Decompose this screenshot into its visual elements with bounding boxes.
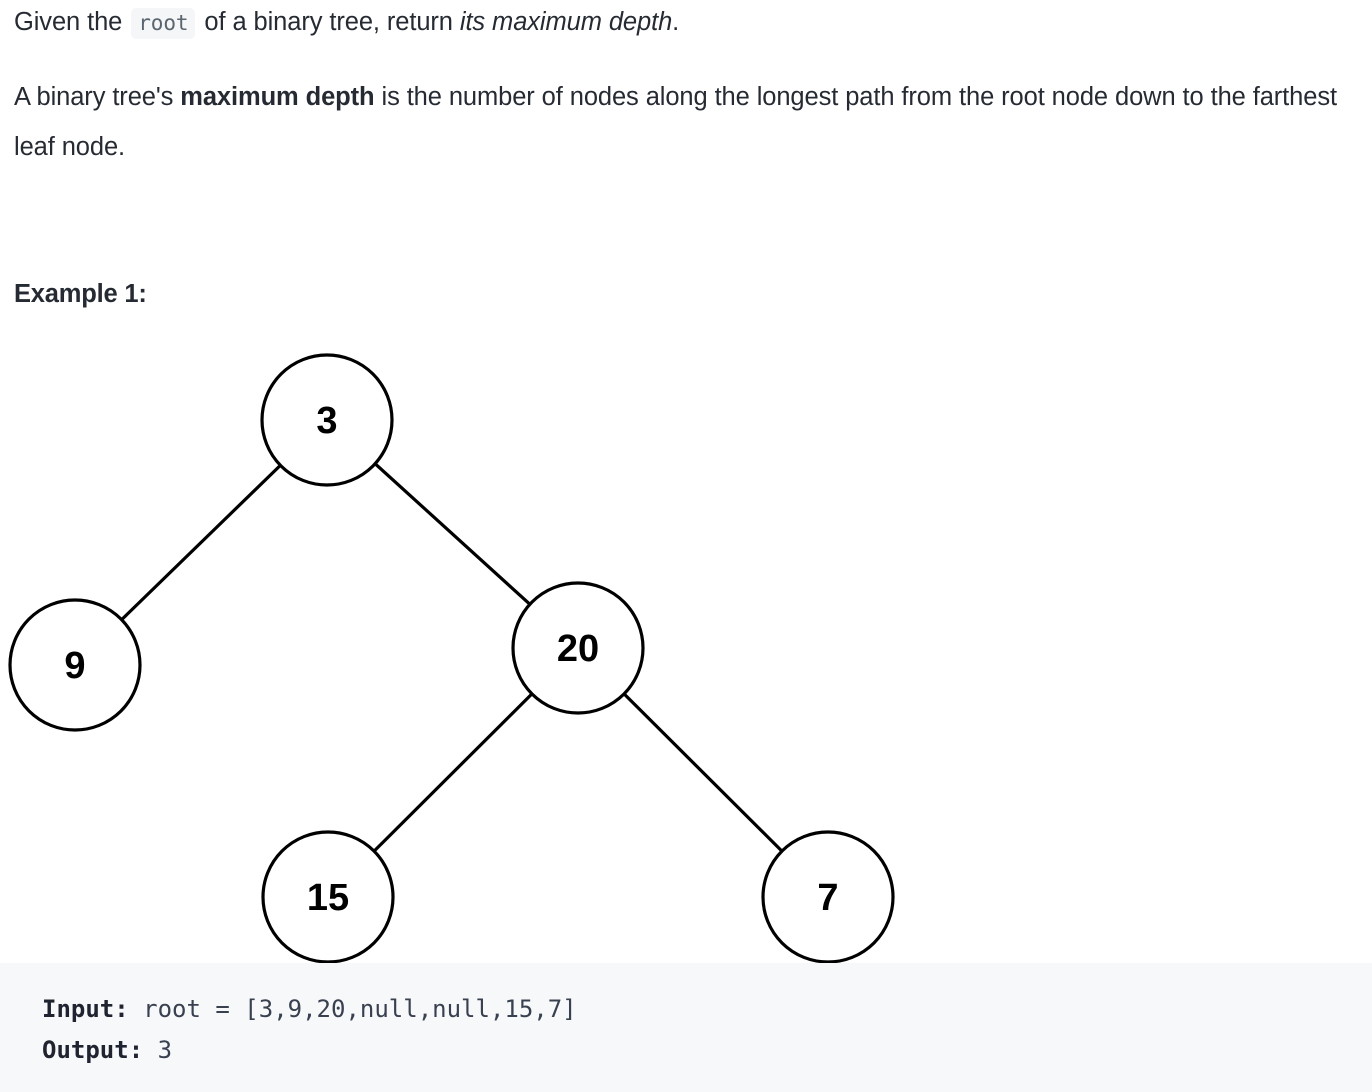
- paragraph-2-before-bold: A binary tree's: [14, 83, 181, 111]
- tree-node-9: 9: [8, 598, 142, 732]
- inline-code-root: root: [131, 8, 196, 39]
- tree-edge-group: [119, 461, 785, 854]
- input-value: root = [3,9,20,null,null,15,7]: [128, 995, 577, 1023]
- tree-node-20: 20: [511, 581, 645, 715]
- problem-paragraph-2: A binary tree's maximum depth is the num…: [0, 72, 1352, 172]
- tree-node-label-3: 3: [316, 400, 337, 442]
- tree-node-label-15: 15: [307, 877, 349, 919]
- paragraph-1-before-code: Given the: [14, 8, 130, 36]
- example-output-line: Output: 3: [42, 1030, 1372, 1071]
- tree-node-group: 3 9 20 15 7: [8, 353, 895, 964]
- tree-edge-n20-n15: [371, 691, 535, 854]
- paragraph-1-emphasis: its maximum depth: [459, 8, 673, 36]
- problem-paragraph-1: Given the root of a binary tree, return …: [0, 0, 1372, 47]
- paragraph-1-after-code: of a binary tree, return: [197, 8, 460, 36]
- example-1-heading: Example 1:: [14, 280, 147, 308]
- example-input-line: Input: root = [3,9,20,null,null,15,7]: [42, 989, 1372, 1030]
- input-label: Input:: [42, 995, 129, 1023]
- tree-node-circle-15: [261, 830, 395, 964]
- tree-node-label-7: 7: [817, 877, 838, 919]
- tree-edge-n20-n7: [621, 691, 785, 854]
- tree-node-15: 15: [261, 830, 395, 964]
- tree-node-circle-9: [8, 598, 142, 732]
- tree-node-circle-20: [511, 581, 645, 715]
- binary-tree-diagram: 3 9 20 15 7: [0, 330, 950, 965]
- tree-edge-n3-n9: [119, 463, 283, 622]
- tree-node-circle-7: [761, 830, 895, 964]
- paragraph-2-bold: maximum depth: [180, 83, 375, 111]
- tree-node-label-20: 20: [557, 628, 599, 670]
- output-value: 3: [143, 1036, 173, 1064]
- example-code-block: Input: root = [3,9,20,null,null,15,7] Ou…: [0, 963, 1372, 1092]
- output-label: Output:: [42, 1036, 144, 1064]
- tree-edge-n3-n20: [372, 461, 533, 607]
- tree-node-3: 3: [260, 353, 394, 487]
- paragraph-1-tail: .: [672, 8, 680, 36]
- tree-node-label-9: 9: [64, 645, 85, 687]
- tree-node-circle-3: [260, 353, 394, 487]
- tree-node-7: 7: [761, 830, 895, 964]
- paragraph-2-after-bold: is the number of nodes along the longest…: [14, 83, 1337, 161]
